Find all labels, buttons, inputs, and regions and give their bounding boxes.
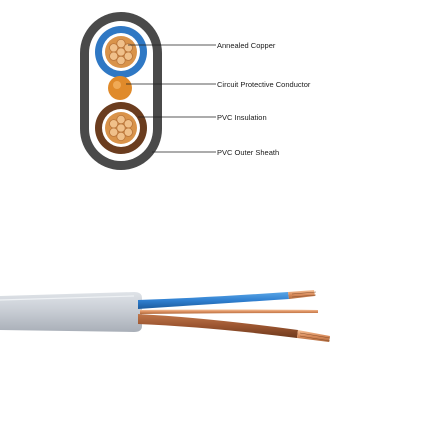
- grey-outer-sheath: [0, 292, 142, 332]
- bare-cpc-wire: [140, 309, 318, 314]
- labels: Annealed Copper Circuit Protective Condu…: [217, 41, 311, 157]
- label-cpc: Circuit Protective Conductor: [217, 80, 311, 89]
- cable-photo: [0, 290, 331, 342]
- brown-copper-tip: [297, 330, 330, 342]
- cpc-conductor: [108, 76, 132, 100]
- brown-insulated-core: [138, 314, 298, 338]
- label-annealed-copper: Annealed Copper: [217, 41, 276, 50]
- blue-copper-tip: [288, 290, 315, 299]
- neutral-conductor: [95, 102, 147, 154]
- cable-cross-section: [80, 12, 162, 170]
- live-conductor: [95, 26, 147, 78]
- label-pvc-outer-sheath: PVC Outer Sheath: [217, 148, 279, 157]
- label-pvc-insulation: PVC Insulation: [217, 113, 267, 122]
- leader-lines: [126, 44, 216, 153]
- blue-insulated-core: [138, 292, 289, 309]
